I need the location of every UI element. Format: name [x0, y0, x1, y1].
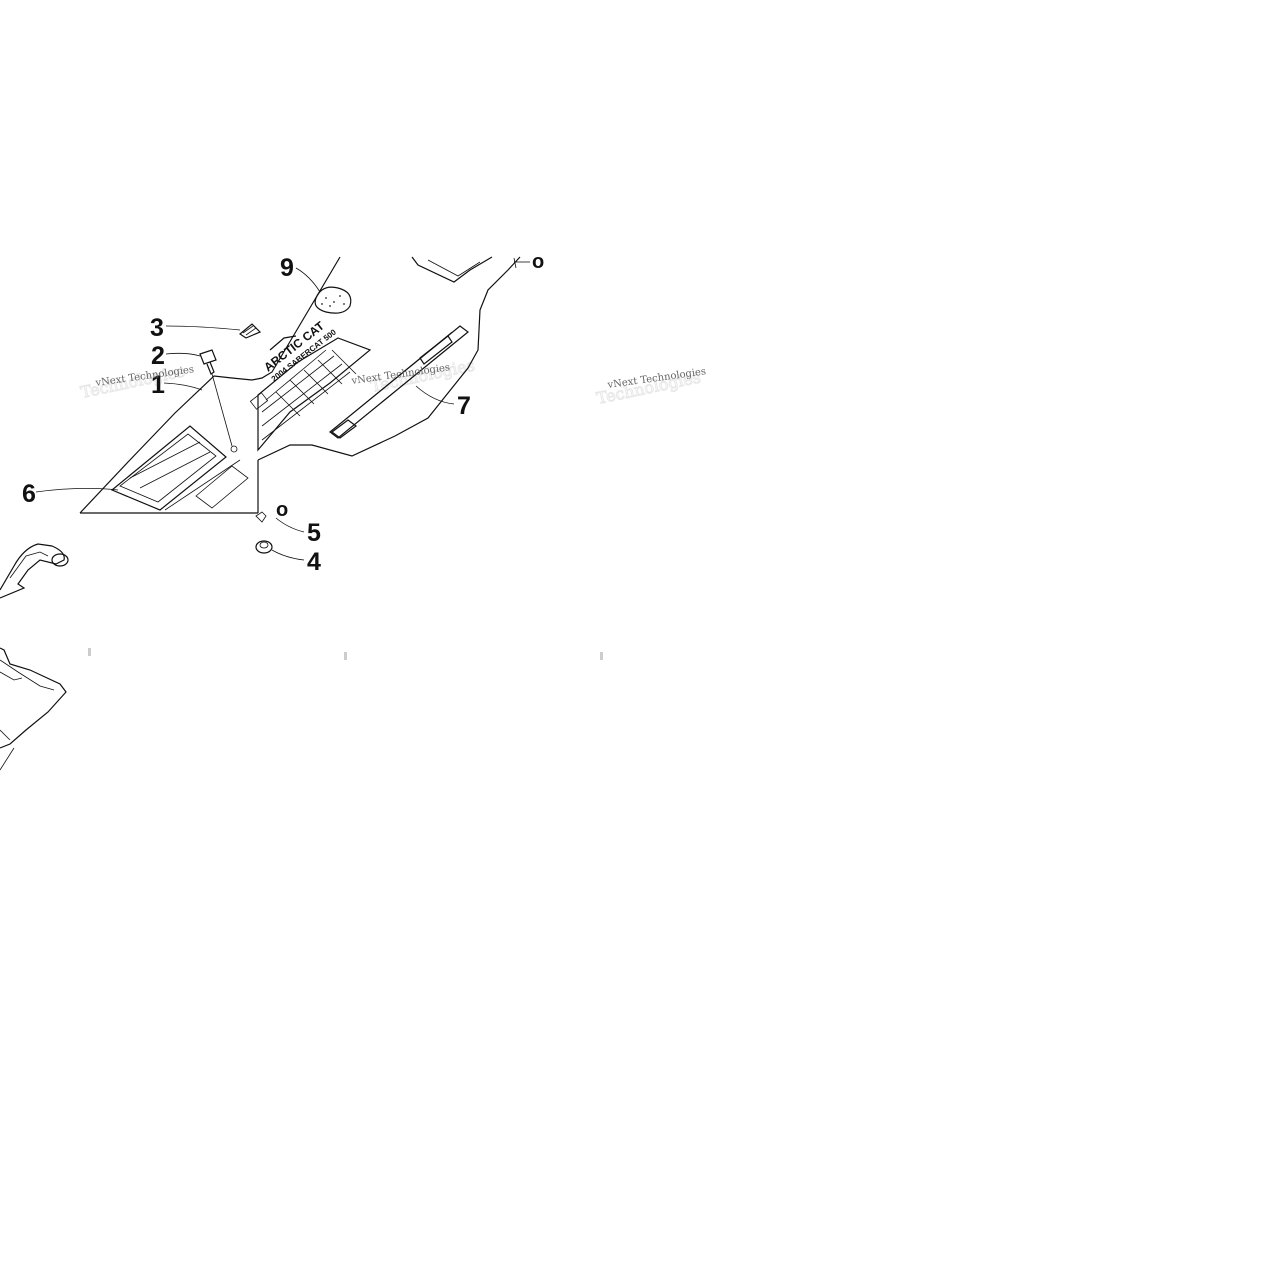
- step-plate-edge: [164, 459, 241, 511]
- callout-labels: 9 3 2 1 6 7 5 4 o o: [22, 251, 544, 576]
- top-vent-inner: [427, 259, 481, 277]
- top-vent-outline: [411, 256, 493, 283]
- stripe-decal-line-2: [359, 339, 459, 421]
- callout-1: 1: [151, 371, 165, 399]
- bolt-head: [199, 349, 217, 365]
- bolt-hole: [230, 445, 238, 453]
- callout-3: 3: [150, 314, 164, 342]
- lower-tray-part: [0, 647, 67, 749]
- stripe-decal-block: [419, 335, 453, 365]
- decal-branding: ARCTIC CAT 2004 SABERCAT 500: [261, 318, 338, 383]
- callout-7: 7: [457, 392, 471, 420]
- step-plate-line-1: [129, 441, 201, 479]
- wedge-part-ridges: [242, 325, 257, 336]
- callout-6: 6: [22, 480, 36, 508]
- faint-marks: [88, 648, 603, 660]
- leader-7: [415, 385, 455, 405]
- lower-tray-inner: [0, 659, 55, 691]
- step-plate-line-2: [139, 451, 211, 489]
- lower-parts: [255, 511, 273, 554]
- lower-tray-leader: [0, 729, 15, 771]
- leader-3: [165, 325, 241, 331]
- grommet-part: [255, 540, 273, 554]
- panel-right-edge: [257, 256, 521, 461]
- body-panel: [79, 256, 521, 514]
- leader-1: [163, 382, 203, 391]
- marker-o-top: o: [532, 251, 544, 273]
- leader-lines: [35, 257, 530, 561]
- wedge-part: [238, 323, 262, 339]
- marker-o-mid: o: [276, 499, 288, 521]
- stripe-decal-end: [331, 419, 357, 439]
- panel-left-edge: [79, 256, 341, 514]
- decal-small-box: [249, 392, 269, 410]
- leader-5: [275, 517, 305, 533]
- hand-grip-inner: [9, 551, 49, 579]
- hand-grip-part: [0, 543, 65, 599]
- callout-2: 2: [151, 342, 165, 370]
- brand-logo-swoosh: [269, 335, 297, 351]
- lower-tray-tab: [0, 671, 23, 681]
- leader-o-top-tick: [513, 257, 517, 269]
- step-plate-inner: [119, 433, 217, 503]
- step-plate-outer: [110, 425, 227, 511]
- bolt-shank: [206, 361, 215, 375]
- decal-grid-lines: [261, 349, 357, 441]
- grommet-part-inner: [259, 541, 269, 549]
- leader-2: [165, 352, 201, 357]
- callout-4: 4: [307, 548, 321, 576]
- left-side-parts: [0, 543, 69, 771]
- callout-5: 5: [307, 519, 321, 547]
- grip-pad-outline: [314, 286, 352, 314]
- leader-6: [35, 488, 119, 493]
- leader-9: [295, 267, 321, 293]
- step-plate-pad: [195, 465, 249, 509]
- grip-pad-dots: [321, 295, 345, 307]
- washer-part: [255, 511, 267, 523]
- hand-grip-knob: [51, 553, 69, 567]
- decal-grid-outline: [257, 337, 372, 452]
- bolt-leader-line: [211, 373, 233, 447]
- leader-4: [271, 549, 305, 561]
- callout-9: 9: [280, 254, 294, 282]
